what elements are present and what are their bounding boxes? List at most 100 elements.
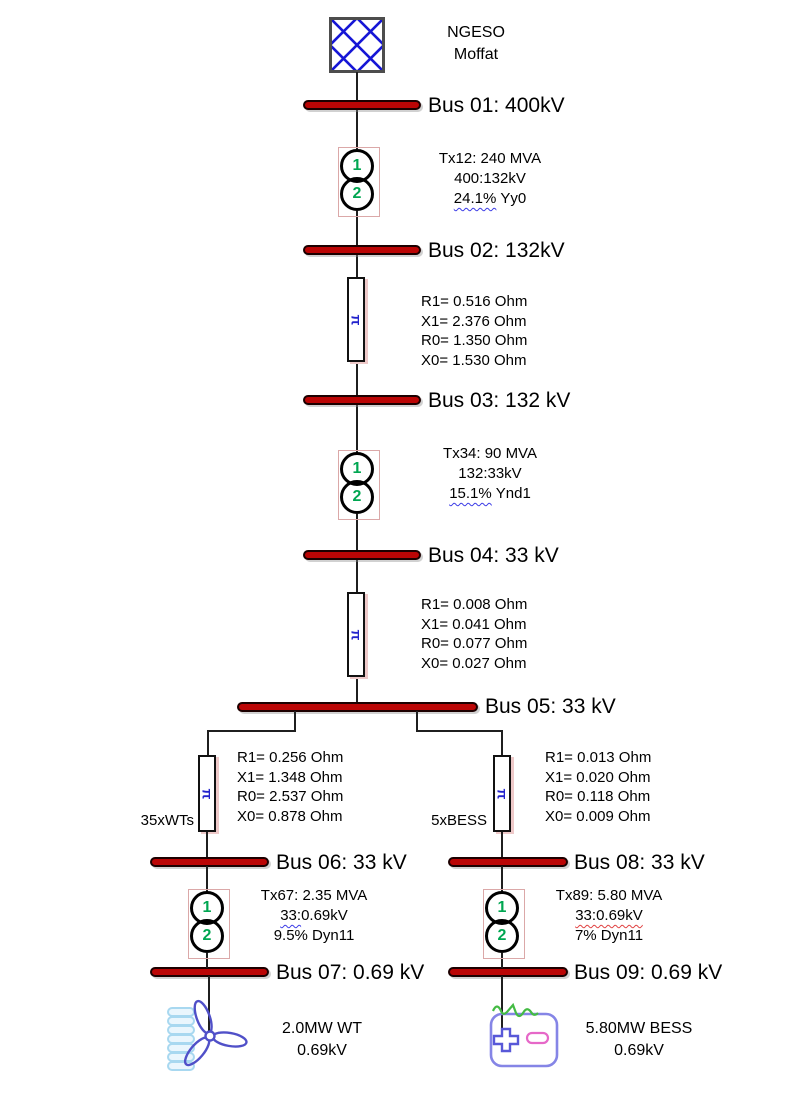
connector (356, 72, 358, 101)
transformer-tx12-winding2: 2 (340, 177, 374, 211)
tx67-rating: Tx67: 2.35 MVA (260, 887, 368, 904)
connector (356, 109, 358, 149)
tx89-label: Tx89: 5.80 MVA 33:0.69kV 7% Dyn11 (533, 886, 685, 946)
connector (206, 866, 208, 892)
tx89-ratio: 33:0.69kV (575, 907, 643, 924)
tx89-rating: Tx89: 5.80 MVA (555, 887, 663, 904)
pi-line-icon: π (198, 755, 216, 832)
busbar-01 (303, 100, 421, 110)
pi-symbol: π (348, 314, 364, 325)
line58-impedances: R1= 0.013 Ohm X1= 0.020 Ohm R0= 0.118 Oh… (545, 748, 651, 826)
winding-number: 1 (202, 899, 212, 916)
busbar-03 (303, 395, 421, 405)
connector (356, 514, 358, 551)
connector (208, 976, 210, 1036)
transformer-tx67-winding2: 2 (190, 919, 224, 953)
tx67-impedance: 9.5% Dyn11 (273, 927, 355, 944)
winding-number: 2 (497, 927, 507, 944)
line45-r1: R1= 0.008 Ohm (421, 596, 528, 613)
tx67-ratio: 33:0.69kV (280, 907, 348, 924)
connector (416, 730, 503, 732)
busbar-04 (303, 550, 421, 560)
connector (206, 953, 208, 968)
connector (356, 360, 358, 396)
bus-08-label: Bus 08: 33 kV (574, 851, 705, 874)
connector (501, 730, 503, 756)
line23-r1: R1= 0.516 Ohm (421, 293, 528, 310)
transformer-tx12-outline (338, 147, 380, 217)
tx34-label: Tx34: 90 MVA 132:33kV 15.1%Ynd1 (415, 444, 565, 504)
bus-06-label: Bus 06: 33 kV (276, 851, 407, 874)
connector (356, 557, 358, 593)
source-label: NGESO Moffat (420, 22, 532, 66)
bus-03-label: Bus 03: 132 kV (428, 389, 571, 412)
transformer-tx67-outline (188, 889, 230, 959)
tx34-rating: Tx34: 90 MVA (443, 445, 537, 462)
busbar-02 (303, 245, 421, 255)
pi-symbol: π (199, 788, 215, 799)
connector (356, 402, 358, 453)
line58-x1: X1= 0.020 Ohm (545, 768, 651, 786)
connector (206, 832, 208, 857)
bus-01-label: Bus 01: 400kV (428, 94, 565, 117)
bess-load-voltage: 0.69kV (614, 1042, 664, 1059)
source-name: NGESO (447, 24, 505, 41)
line56-r1: R1= 0.256 Ohm (237, 749, 344, 766)
connector (356, 211, 358, 246)
tx12-impedance: 24.1%Yy0 (453, 190, 527, 207)
busbar-06 (150, 857, 269, 867)
line45-x0: X0= 0.027 Ohm (421, 654, 527, 672)
line56-r0: R0= 2.537 Ohm (237, 788, 344, 805)
tx67-label: Tx67: 2.35 MVA 33:0.69kV 9.5% Dyn11 (238, 886, 390, 946)
connector (501, 953, 503, 968)
line45-r0: R0= 0.077 Ohm (421, 635, 528, 652)
line23-r0: R0= 1.350 Ohm (421, 332, 528, 349)
winding-number: 2 (202, 927, 212, 944)
line58-r0: R0= 0.118 Ohm (545, 788, 651, 805)
pi-line-icon: π (347, 277, 365, 362)
line45-impedances: R1= 0.008 Ohm X1= 0.041 Ohm R0= 0.077 Oh… (421, 595, 527, 673)
winding-number: 2 (352, 185, 362, 202)
bus-04-label: Bus 04: 33 kV (428, 544, 559, 567)
line58-r1: R1= 0.013 Ohm (545, 749, 652, 766)
bus-02-label: Bus 02: 132kV (428, 239, 565, 262)
connector (501, 832, 503, 857)
connector (356, 675, 358, 703)
connector (356, 252, 358, 278)
wt-load-power: 2.0MW WT (282, 1020, 362, 1037)
external-grid-icon (329, 17, 385, 73)
bus-09-label: Bus 09: 0.69 kV (574, 961, 723, 984)
tx12-label: Tx12: 240 MVA 400:132kV 24.1%Yy0 (415, 149, 565, 209)
connector (207, 730, 296, 732)
winding-number: 2 (352, 488, 362, 505)
bus-05-label: Bus 05: 33 kV (485, 695, 616, 718)
pi-line-icon: π (347, 592, 365, 677)
busbar-09 (448, 967, 568, 977)
transformer-tx89-winding2: 2 (485, 919, 519, 953)
line58-x0: X0= 0.009 Ohm (545, 807, 651, 825)
connector (501, 976, 503, 1032)
tx12-ratio: 400:132kV (454, 170, 526, 187)
tx34-ratio: 132:33kV (458, 465, 522, 482)
pi-symbol: π (348, 629, 364, 640)
pi-symbol: π (494, 788, 510, 799)
line56-impedances: R1= 0.256 Ohm X1= 1.348 Ohm R0= 2.537 Oh… (237, 748, 343, 826)
source-site: Moffat (453, 46, 499, 63)
tx12-rating: Tx12: 240 MVA (438, 150, 542, 167)
busbar-08 (448, 857, 568, 867)
feeder-bess-label: 5xBESS (431, 812, 487, 829)
wt-load-voltage: 0.69kV (297, 1042, 347, 1059)
wind-turbine-icon (167, 999, 248, 1071)
transformer-tx34-outline (338, 450, 380, 520)
winding-number: 1 (497, 899, 507, 916)
line23-impedances: R1= 0.516 Ohm X1= 2.376 Ohm R0= 1.350 Oh… (421, 292, 527, 370)
connector (294, 711, 296, 732)
transformer-tx34-winding2: 2 (340, 480, 374, 514)
connector (416, 711, 418, 732)
bess-load-power: 5.80MW BESS (585, 1020, 693, 1037)
winding-number: 1 (352, 460, 362, 477)
line45-x1: X1= 0.041 Ohm (421, 615, 527, 633)
line56-x0: X0= 0.878 Ohm (237, 807, 343, 825)
wt-load-label: 2.0MW WT 0.69kV (258, 1018, 386, 1062)
